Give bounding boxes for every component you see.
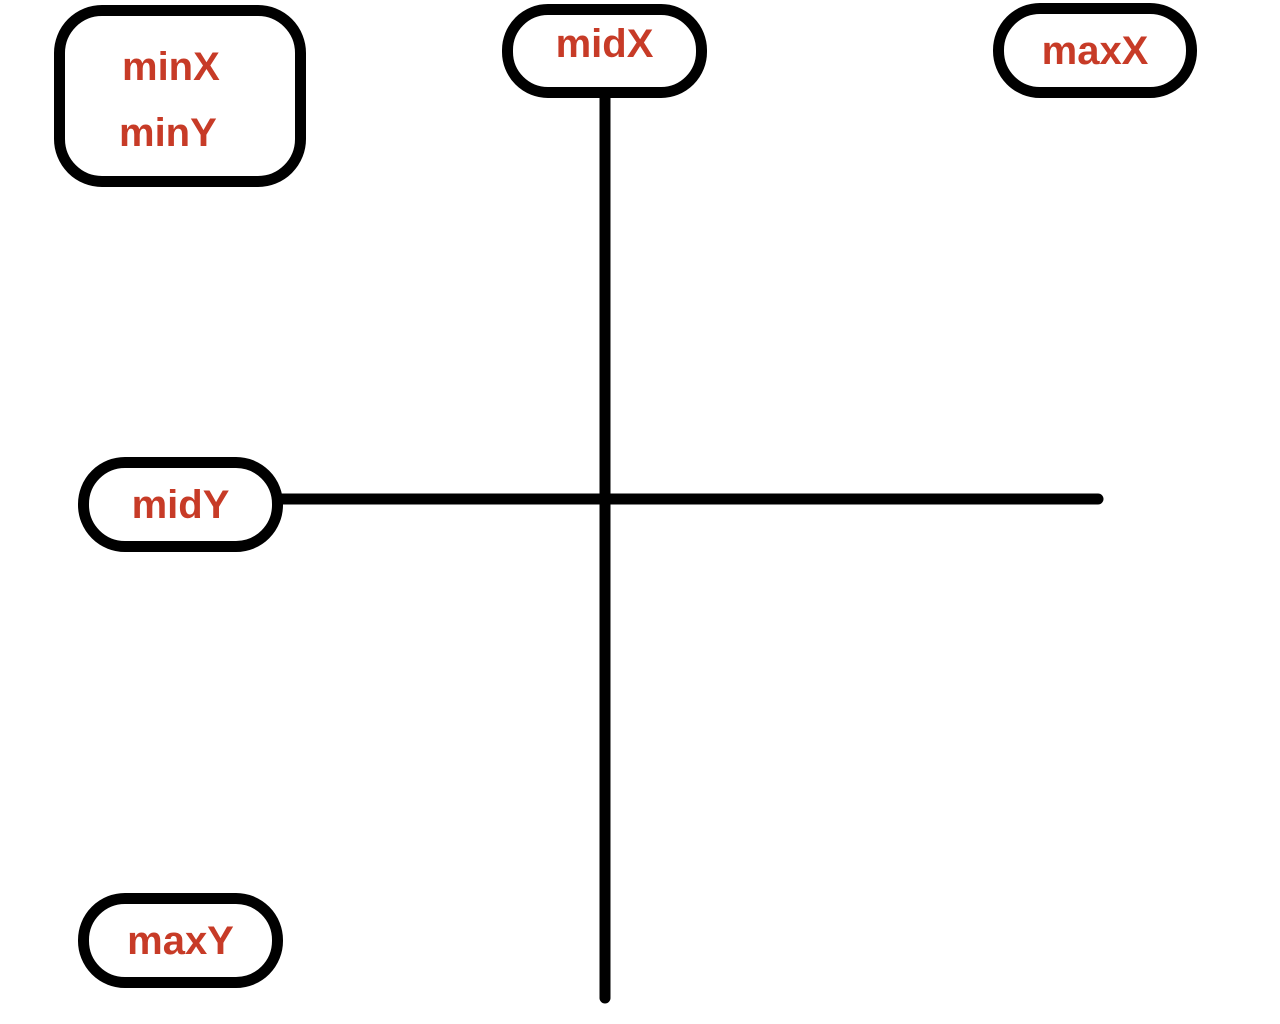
mid-y-box: midY	[78, 457, 283, 552]
max-y-label: maxY	[127, 918, 234, 963]
max-x-label: maxX	[1041, 28, 1149, 73]
mid-x-box: midX	[502, 4, 707, 98]
mid-x-label: midX	[555, 22, 654, 66]
max-x-box: maxX	[993, 3, 1197, 98]
min-y-label: minY	[119, 111, 217, 155]
min-x-label: minX	[122, 45, 220, 89]
min-corner-box: minX minY	[54, 5, 306, 187]
mid-y-label: midY	[131, 482, 230, 527]
max-y-box: maxY	[78, 893, 283, 988]
